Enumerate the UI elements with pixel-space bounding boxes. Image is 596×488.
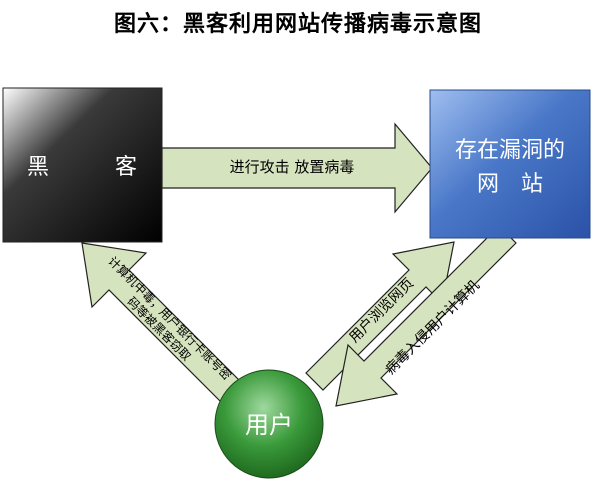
site-node-label-line1: 存在漏洞的 bbox=[455, 138, 565, 163]
site-node-label-line2: 网 站 bbox=[477, 172, 543, 197]
hacker-node-label: 黑 客 bbox=[27, 155, 137, 180]
site-node: 存在漏洞的 网 站 bbox=[429, 89, 591, 239]
diagram-title: 图六：黑客利用网站传播病毒示意图 bbox=[113, 12, 482, 37]
attack-arrow-label: 进行攻击 放置病毒 bbox=[230, 158, 355, 176]
infect-arrow: 计算机中毒，用户银行卡账号密 码等被黑客窃取 bbox=[81, 242, 243, 404]
infect-arrow-label-line1: 计算机中毒，用户银行卡账号密 bbox=[105, 253, 234, 382]
hacker-node: 黑 客 bbox=[2, 87, 163, 243]
attack-arrow: 进行攻击 放置病毒 bbox=[161, 122, 433, 214]
user-node: 用户 bbox=[214, 369, 324, 479]
user-node-label: 用户 bbox=[245, 411, 293, 439]
